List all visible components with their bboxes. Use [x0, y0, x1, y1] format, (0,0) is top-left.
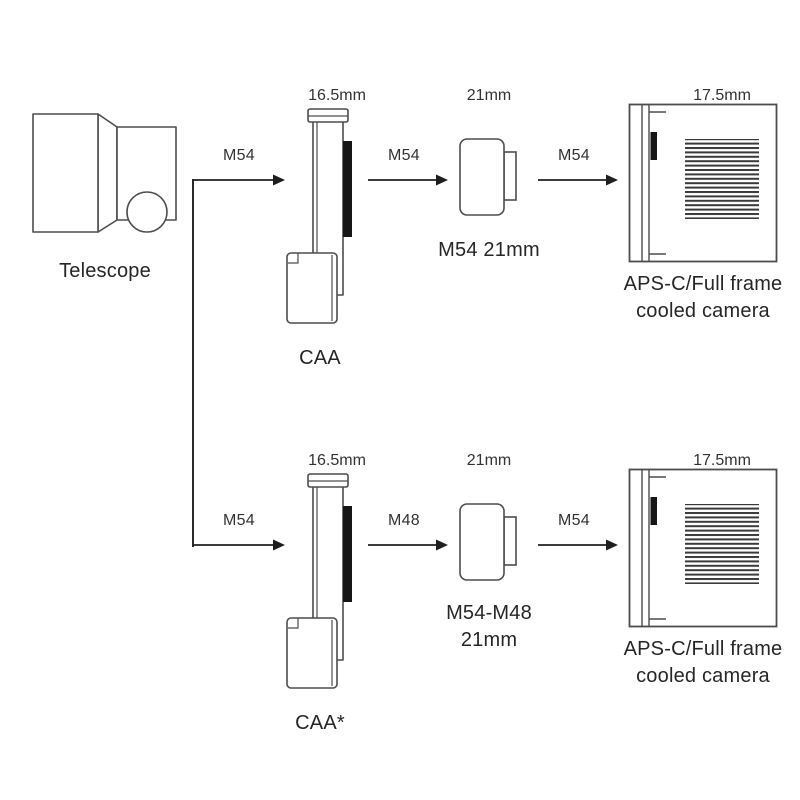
arrow-icon	[193, 539, 285, 551]
telescope-drawing	[30, 106, 180, 241]
spacer-dim-label: 21mm	[466, 87, 512, 104]
spacer-dim-label: 21mm	[466, 452, 512, 469]
branch-line	[192, 179, 194, 547]
caa-adapter-drawing	[280, 470, 360, 695]
adapter-dim-label: 16.5mm	[308, 452, 366, 469]
spacer-name-label: M54-M48 21mm	[446, 602, 532, 651]
arrow-label: M54	[222, 512, 256, 529]
adapter-dim-label: 16.5mm	[308, 87, 366, 104]
adapter-name-label: CAA	[299, 347, 341, 369]
arrow-icon	[368, 539, 448, 551]
spacer-drawing	[458, 137, 520, 217]
arrow-label: M54	[557, 147, 591, 164]
camera-drawing	[628, 103, 778, 263]
caa-adapter-drawing	[280, 105, 360, 330]
camera-dim-label: 17.5mm	[693, 87, 751, 104]
camera-drawing	[628, 468, 778, 628]
spacer-name-label: M54 21mm	[438, 239, 540, 261]
arrow-label: M54	[222, 147, 256, 164]
arrow-icon	[193, 174, 285, 186]
arrow-icon	[538, 174, 618, 186]
arrow-label: M54	[387, 147, 421, 164]
arrow-icon	[538, 539, 618, 551]
arrow-label: M54	[557, 512, 591, 529]
spacer-drawing	[458, 502, 520, 582]
arrow-label: M48	[387, 512, 421, 529]
camera-name-label: APS-C/Full frame cooled camera	[623, 273, 783, 322]
camera-name-label: APS-C/Full frame cooled camera	[623, 638, 783, 687]
arrow-icon	[368, 174, 448, 186]
telescope-label: Telescope	[59, 260, 151, 282]
adapter-name-label: CAA*	[295, 712, 345, 734]
camera-dim-label: 17.5mm	[693, 452, 751, 469]
